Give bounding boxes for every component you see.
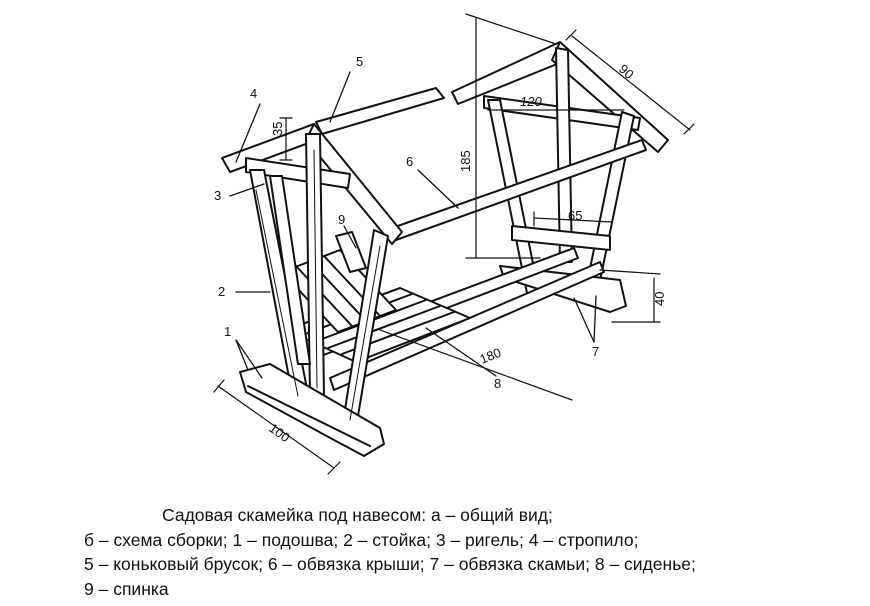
label-8: 8 bbox=[494, 376, 501, 391]
label-1: 1 bbox=[224, 324, 231, 339]
caption-line-4: 9 – спинка bbox=[84, 578, 169, 599]
figure-caption: Садовая скамейка под навесом: а – общий … bbox=[84, 503, 864, 601]
bench-diagram: 1 2 3 4 5 6 7 8 9 35 185 120 90 65 40 18… bbox=[213, 13, 695, 475]
dim-65: 65 bbox=[568, 208, 582, 223]
caption-line-1: Садовая скамейка под навесом: а – общий … bbox=[162, 505, 553, 525]
label-9: 9 bbox=[338, 212, 345, 227]
ridge-beam-5 bbox=[315, 87, 445, 135]
left-frame bbox=[221, 123, 403, 457]
dimension-lines bbox=[213, 13, 695, 475]
part-labels: 1 2 3 4 5 6 7 8 9 bbox=[214, 54, 599, 391]
leader-lines bbox=[229, 71, 597, 379]
label-6: 6 bbox=[406, 154, 413, 169]
dim-180: 180 bbox=[478, 345, 504, 367]
caption-line-3: 5 – коньковый брусок; 6 – обвязка крыши;… bbox=[84, 554, 696, 574]
dim-100: 100 bbox=[266, 420, 292, 445]
label-2: 2 bbox=[218, 284, 225, 299]
label-7: 7 bbox=[592, 344, 599, 359]
label-4: 4 bbox=[250, 86, 257, 101]
label-5: 5 bbox=[356, 54, 363, 69]
dim-120: 120 bbox=[520, 94, 542, 109]
dim-90: 90 bbox=[616, 61, 637, 82]
label-3: 3 bbox=[214, 188, 221, 203]
dim-35: 35 bbox=[270, 122, 285, 136]
dim-40: 40 bbox=[652, 292, 667, 306]
dim-185: 185 bbox=[458, 150, 473, 172]
caption-line-2: б – схема сборки; 1 – подошва; 2 – стойк… bbox=[84, 529, 639, 550]
